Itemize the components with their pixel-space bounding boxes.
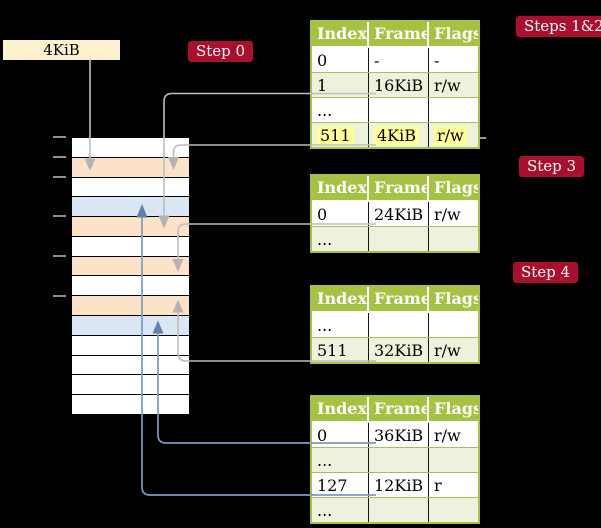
table-row: ... xyxy=(312,226,478,251)
table-cell: ... xyxy=(312,98,369,122)
table-cell: 0 xyxy=(312,202,369,226)
memory-row xyxy=(72,316,189,336)
highlighted-value: 511 xyxy=(317,126,354,145)
page-size-legend-box: 4KiB xyxy=(3,40,120,60)
column-header: Flags xyxy=(434,289,478,308)
table-cell: 32KiB xyxy=(369,338,429,362)
table-cell: 12KiB xyxy=(369,473,429,497)
table-cell: r/w xyxy=(434,205,461,224)
page-size-label: 4KiB xyxy=(43,41,80,59)
highlighted-value: 4KiB xyxy=(374,126,420,145)
memory-row xyxy=(72,335,189,356)
memory-row xyxy=(72,197,189,218)
column-header: Flags xyxy=(434,399,478,418)
table-cell: - xyxy=(369,48,429,72)
column-header: Index xyxy=(312,176,369,200)
table-cell xyxy=(429,98,478,122)
column-header: Frame xyxy=(369,22,429,46)
memory-row xyxy=(72,395,189,414)
memory-column xyxy=(71,137,190,415)
column-header: Index xyxy=(312,287,369,311)
table-row: ... xyxy=(312,313,478,337)
table-row: 0-- xyxy=(312,48,478,72)
memory-row xyxy=(72,375,189,396)
table-cell: r/w xyxy=(434,426,461,445)
badge-steps-1-2: Steps 1&2 xyxy=(516,16,601,37)
table-cell: r xyxy=(434,476,442,495)
table-cell: ... xyxy=(312,448,369,472)
memory-tick xyxy=(53,136,66,138)
table-cell: ... xyxy=(312,313,369,337)
memory-row xyxy=(72,355,189,376)
memory-row xyxy=(72,296,189,317)
memory-row xyxy=(72,236,189,257)
table-cell: 127 xyxy=(312,473,369,497)
table-row: ... xyxy=(312,497,478,522)
memory-row xyxy=(72,276,189,297)
table-cell xyxy=(369,227,429,251)
memory-tick xyxy=(53,255,66,257)
memory-tick xyxy=(53,295,66,297)
table-cell: 1 xyxy=(312,73,369,97)
memory-row xyxy=(72,256,189,277)
column-header: Flags xyxy=(434,178,478,197)
table-cell: r/w xyxy=(434,76,461,95)
table-cell xyxy=(429,448,478,472)
table-cell: 511 xyxy=(312,338,369,362)
table-cell xyxy=(369,98,429,122)
table-cell: 4KiB xyxy=(369,123,429,147)
table-cell xyxy=(429,313,478,337)
table-cell: ... xyxy=(312,498,369,522)
highlighted-value: r/w xyxy=(434,126,467,145)
column-header: Index xyxy=(312,397,369,421)
table-cell xyxy=(369,448,429,472)
memory-tick xyxy=(53,215,66,217)
table-cell: 511 xyxy=(312,123,369,147)
memory-tick xyxy=(53,156,66,158)
memory-row xyxy=(72,157,189,178)
table-cell: r/w xyxy=(429,123,478,147)
table-cell xyxy=(429,498,478,522)
table-row: 511 4KiB r/w xyxy=(312,122,478,147)
memory-tick xyxy=(53,176,66,178)
badge-step-3: Step 3 xyxy=(519,156,585,177)
table-cell xyxy=(369,498,429,522)
table-cell xyxy=(429,227,478,251)
column-header: Frame xyxy=(369,397,429,421)
column-header: Index xyxy=(312,22,369,46)
table-row: ... xyxy=(312,97,478,122)
table-row: ... xyxy=(312,447,478,472)
column-header: Flags xyxy=(434,24,478,43)
table-cell: r/w xyxy=(434,341,461,360)
table-cell: 24KiB xyxy=(369,202,429,226)
table-cell: 0 xyxy=(312,48,369,72)
memory-row xyxy=(72,177,189,198)
memory-row xyxy=(72,217,189,237)
table-cell: - xyxy=(434,51,440,70)
table-cell: 36KiB xyxy=(369,423,429,447)
table-cell: 0 xyxy=(312,423,369,447)
badge-step-0: Step 0 xyxy=(188,41,254,62)
column-header: Frame xyxy=(369,176,429,200)
memory-row xyxy=(72,138,189,158)
table-cell: ... xyxy=(312,227,369,251)
table-cell: 16KiB xyxy=(369,73,429,97)
column-header: Frame xyxy=(369,287,429,311)
table-cell xyxy=(369,313,429,337)
badge-step-4: Step 4 xyxy=(513,262,579,283)
